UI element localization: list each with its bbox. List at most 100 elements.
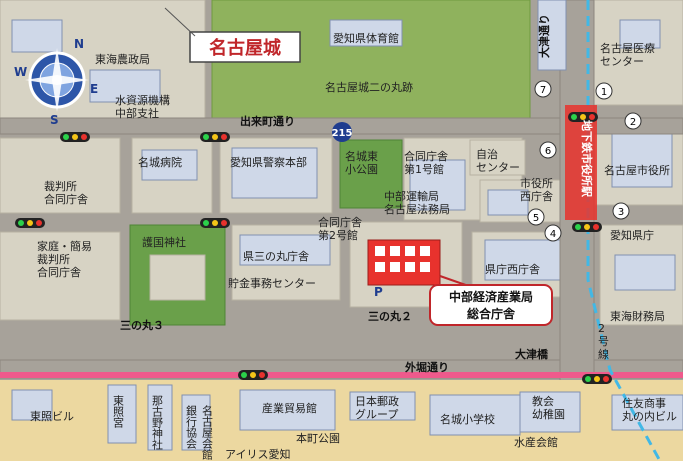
meti-window [375, 262, 385, 272]
label-sannomaru2: 三の丸２ [368, 309, 412, 323]
label-sumitomo: 住友商事丸の内ビル [622, 396, 677, 423]
label-kensannomaru: 県三の丸庁舎 [243, 249, 309, 263]
label-pref-west: 県庁西庁舎 [485, 262, 540, 276]
title-plate [189, 31, 301, 63]
pref-west-building [484, 239, 566, 281]
label-suisan: 水産会館 [514, 435, 558, 449]
label-mizushigen: 水資源機構中部支社 [115, 93, 170, 120]
godo1-building [409, 159, 466, 211]
city-west-building [487, 189, 529, 216]
block-jichi [469, 139, 526, 176]
label-trade-hall: 産業貿易館 [262, 401, 317, 415]
callout-line-1: 中部経済産業局 [449, 289, 533, 304]
school-building [429, 394, 521, 436]
callout-line-2: 総合庁舎 [467, 306, 516, 321]
exit-marker: 2 [624, 112, 642, 130]
label-city-hall: 名古屋市役所 [604, 163, 670, 177]
label-chokin: 貯金事務センター [228, 276, 316, 290]
label-aires: アイリス愛知 [225, 447, 290, 461]
traffic-light-icon [572, 222, 602, 232]
compass-n: N [74, 37, 84, 51]
svg-text:2: 2 [630, 117, 636, 128]
toshogu-building [107, 384, 137, 444]
toshoburu-building [11, 389, 53, 421]
label-tokai-nosei: 東海農政局 [95, 52, 150, 66]
otsu-road-north [537, 0, 567, 71]
label-nagoya-hall: 名古屋会館 [201, 404, 214, 461]
label-sotobori-street: 外堀通り [404, 360, 449, 374]
label-meijo-school: 名城小学校 [440, 412, 495, 426]
label-godo-2: 合同庁舎第2号館 [318, 215, 362, 242]
exit-marker: 5 [527, 208, 545, 226]
gym-building [329, 19, 403, 47]
meti-window [390, 262, 400, 272]
compass-s: S [50, 113, 59, 127]
building-nw [11, 19, 63, 53]
label-aichi-gym: 愛知県体育館 [333, 31, 399, 45]
meijo-east-park [339, 139, 403, 209]
traffic-light-icon [568, 112, 598, 122]
label-otsubashi: 大津橋 [515, 347, 549, 361]
label-jichi-center: 自治センター [476, 147, 520, 174]
label-demachi-street: 出来町通り [240, 114, 295, 128]
traffic-light-icon [200, 132, 230, 142]
label-ninomaru: 名古屋城二の丸跡 [325, 80, 413, 94]
label-jp-group: 日本郵政グループ [355, 394, 399, 421]
compass-w: W [14, 65, 27, 79]
label-sannomaru3: 三の丸３ [120, 318, 164, 332]
label-toshogu: 東照宮 [112, 395, 125, 429]
route-215-label: 215 [332, 128, 353, 139]
label-unyu-homu: 中部運輸局名古屋法務局 [384, 189, 450, 216]
exit-marker: 4 [544, 224, 562, 242]
block-family-court [0, 231, 121, 321]
mizushigen-building [89, 69, 161, 103]
south-district [0, 380, 683, 461]
nagoya-shrine-building [147, 384, 173, 451]
parking-icon: P [374, 285, 383, 299]
station-marker [565, 105, 597, 220]
label-police-hq: 愛知県警察本部 [230, 155, 307, 169]
svg-text:4: 4 [550, 229, 556, 240]
sannomaru-building [239, 234, 331, 266]
block-court [0, 137, 121, 214]
label-nagoya-shrine: 那古野神社 [151, 395, 164, 451]
meti-window [405, 246, 415, 256]
trade-hall-building [239, 389, 336, 431]
police-building [231, 147, 318, 199]
label-medical-center: 名古屋医療センター [600, 41, 655, 68]
label-city-west: 市役所西庁舎 [520, 176, 553, 203]
callout-box [429, 284, 553, 326]
compass-icon [25, 48, 89, 112]
traffic-light-icon [60, 132, 90, 142]
meti-window [375, 246, 385, 256]
label-pref-office: 愛知県庁 [610, 228, 654, 242]
svg-text:1: 1 [601, 87, 607, 98]
church-building [519, 391, 581, 433]
meti-window [420, 262, 430, 272]
label-toshoburu: 東照ビル [30, 410, 74, 423]
meti-window [390, 246, 400, 256]
label-godo-1: 合同庁舎第1号館 [404, 149, 448, 176]
label-bank-assoc: 銀行協会 [185, 404, 198, 449]
compass-e: E [90, 82, 98, 96]
svg-text:7: 7 [540, 85, 546, 96]
label-church-kinder: 教会幼稚園 [532, 395, 565, 421]
jp-building [349, 391, 416, 421]
traffic-light-icon [200, 218, 230, 228]
exit-marker: 6 [539, 141, 557, 159]
exit-marker: 3 [612, 202, 630, 220]
svg-text:6: 6 [545, 146, 551, 157]
hospital-building [141, 149, 198, 181]
label-otsu-street: 大津通り [537, 14, 551, 58]
city-hall-building [611, 131, 673, 188]
label-meijo-hospital: 名城病院 [138, 155, 182, 169]
label-gokoku: 護国神社 [142, 235, 186, 249]
bank-building [181, 394, 211, 451]
traffic-light-icon [582, 374, 612, 384]
route-215-shield [332, 122, 352, 142]
traffic-light-icon [238, 370, 268, 380]
label-court: 裁判所合同庁舎 [44, 180, 88, 206]
title-pointer [164, 7, 196, 37]
